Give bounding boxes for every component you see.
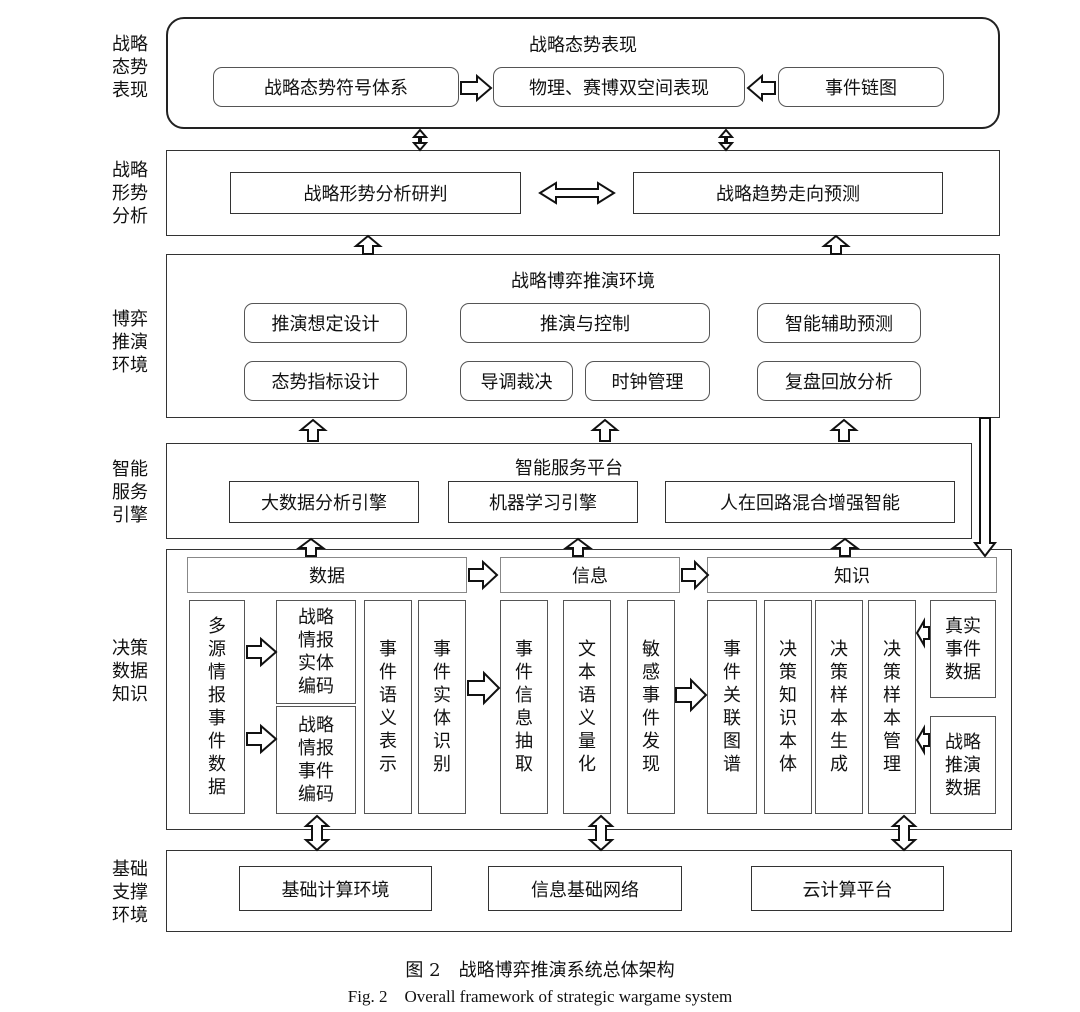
- arrow-up-icon: [829, 418, 859, 442]
- box-event-chain: 事件链图: [778, 67, 944, 107]
- col-multisource-event-data: 多源情报事件数据: [189, 600, 245, 814]
- double-arrow-vertical-icon: [411, 128, 429, 152]
- box-indicator-design: 态势指标设计: [244, 361, 407, 401]
- col-real-event-data: 真实事件数据: [930, 600, 996, 698]
- col-event-graph: 事件关联图谱: [707, 600, 757, 814]
- col-knowledge-ontology: 决策知识本体: [764, 600, 812, 814]
- box-trend-prediction: 战略趋势走向预测: [633, 172, 943, 214]
- layer-title: 战略态势表现: [529, 35, 637, 56]
- col-entity-recognition: 事件实体识别: [418, 600, 466, 814]
- side-label-strategic-analysis: 战略形势分析: [112, 160, 148, 227]
- side-label-wargame-environment: 博弈推演环境: [112, 309, 148, 376]
- box-arbitration: 导调裁决: [460, 361, 573, 401]
- header-knowledge: 知识: [707, 557, 997, 593]
- box-ml-engine: 机器学习引擎: [448, 481, 638, 523]
- header-data: 数据: [187, 557, 467, 593]
- figure-caption-chinese: 图 2 战略博弈推演系统总体架构: [405, 960, 675, 981]
- col-event-semantic: 事件语义表示: [364, 600, 412, 814]
- col-sample-generation: 决策样本生成: [815, 600, 863, 814]
- box-deduction-control: 推演与控制: [460, 303, 710, 343]
- col-wargame-data: 战略推演数据: [930, 716, 996, 814]
- layer-title: 战略博弈推演环境: [511, 271, 655, 292]
- col-info-extraction: 事件信息抽取: [500, 600, 548, 814]
- box-human-in-loop: 人在回路混合增强智能: [665, 481, 955, 523]
- col-sample-management: 决策样本管理: [868, 600, 916, 814]
- arrow-up-icon: [353, 234, 383, 255]
- figure-caption-english: Fig. 2 Overall framework of strategic wa…: [347, 987, 733, 1006]
- header-information: 信息: [500, 557, 680, 593]
- box-clock-management: 时钟管理: [585, 361, 710, 401]
- side-label-infrastructure: 基础支撑环境: [112, 859, 148, 926]
- double-arrow-vertical-icon: [717, 128, 735, 152]
- layer-title: 智能服务平台: [515, 458, 623, 479]
- col-text-quantification: 文本语义量化: [563, 600, 611, 814]
- box-cloud-platform: 云计算平台: [751, 866, 944, 911]
- side-label-strategic-situation: 战略态势表现: [112, 34, 148, 101]
- col-entity-coding: 战略情报实体编码: [276, 600, 356, 704]
- box-situation-analysis: 战略形势分析研判: [230, 172, 521, 214]
- box-scenario-design: 推演想定设计: [244, 303, 407, 343]
- col-sensitive-discovery: 敏感事件发现: [627, 600, 675, 814]
- box-symbol-system: 战略态势符号体系: [213, 67, 459, 107]
- box-intelligent-prediction: 智能辅助预测: [757, 303, 921, 343]
- side-label-decision-data: 决策数据知识: [112, 638, 148, 705]
- box-replay-analysis: 复盘回放分析: [757, 361, 921, 401]
- arrow-up-icon: [590, 418, 620, 442]
- arrow-down-long-icon: [972, 417, 998, 558]
- box-bigdata-engine: 大数据分析引擎: [229, 481, 419, 523]
- box-info-network: 信息基础网络: [488, 866, 682, 911]
- box-computing-environment: 基础计算环境: [239, 866, 432, 911]
- box-dual-space: 物理、赛博双空间表现: [493, 67, 745, 107]
- side-label-intelligent-service: 智能服务引擎: [112, 459, 148, 526]
- arrow-up-icon: [821, 234, 851, 255]
- arrow-up-icon: [298, 418, 328, 442]
- col-event-coding: 战略情报事件编码: [276, 706, 356, 814]
